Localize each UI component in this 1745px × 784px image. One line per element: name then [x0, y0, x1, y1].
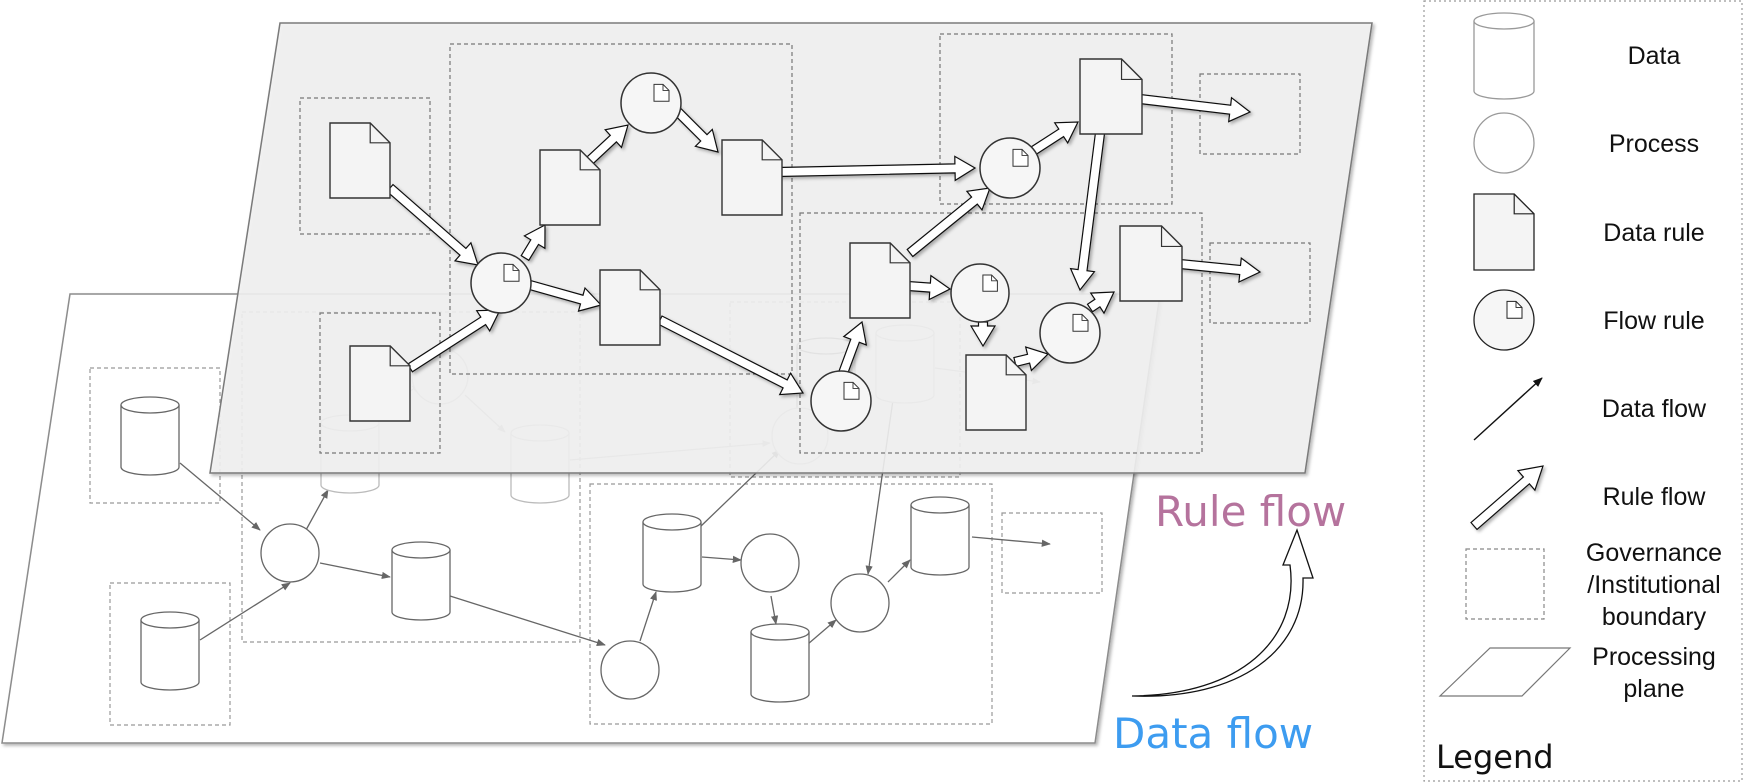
process-icon — [830, 573, 890, 633]
legend-item-label: /Institutional — [1587, 571, 1720, 599]
data-store-icon — [750, 623, 810, 703]
plane-transition-arrow — [1131, 528, 1314, 697]
data-rule-icon — [329, 122, 391, 199]
rule-flow-arrow — [1086, 291, 1115, 315]
rule-flow-arrow — [907, 274, 952, 301]
data-store-icon — [910, 496, 970, 576]
process-icon — [260, 523, 320, 583]
data-rule-icon — [721, 139, 783, 216]
upper-governance-boundaries — [299, 33, 1311, 454]
data-rule-icon — [539, 149, 601, 226]
rule-flow-arrow — [906, 187, 991, 258]
legend-title: Legend — [1436, 738, 1554, 776]
thin-arrow-icon — [1473, 377, 1543, 441]
legend-item-label: Data flow — [1602, 395, 1707, 423]
rule-flow-arrow — [969, 321, 997, 348]
legend-item-label: boundary — [1602, 603, 1707, 631]
flow-rule-icon — [950, 263, 1010, 323]
flow-rule-icon — [979, 137, 1041, 199]
cylinder-icon — [1473, 12, 1535, 100]
process-icon — [600, 640, 660, 700]
rule-flow-arrow — [657, 315, 805, 396]
data-rule-icon — [849, 242, 911, 319]
process-icon — [740, 533, 800, 593]
document-icon — [1473, 193, 1535, 271]
block-arrow-icon — [1470, 465, 1544, 531]
flow-rule-icon — [470, 252, 532, 314]
data-rule-icon — [599, 269, 661, 346]
upper-rule-flows — [386, 93, 1262, 396]
legend-item-label: Data rule — [1603, 219, 1704, 247]
upper-rule-nodes — [329, 58, 1183, 432]
data-store-icon — [391, 541, 451, 621]
legend-item-label: Process — [1609, 130, 1699, 158]
legend-item-label: Flow rule — [1603, 307, 1704, 335]
legend-item-label: Rule flow — [1603, 483, 1707, 511]
flow-rule-icon — [620, 72, 682, 134]
data-rule-icon — [1079, 58, 1143, 135]
rule-flow-arrow — [520, 224, 546, 262]
flow-rule-icon — [810, 370, 872, 432]
rule-flow-label: Rule flow — [1155, 487, 1346, 536]
legend-item-label: Governance — [1586, 539, 1722, 567]
circle-icon — [1473, 112, 1535, 174]
rule-flow-arrow — [1138, 93, 1252, 123]
legend-item-label: Data — [1628, 42, 1681, 70]
legend-item-label: plane — [1623, 675, 1684, 703]
circle-document-icon — [1473, 289, 1535, 351]
rule-flow-arrow — [1069, 131, 1106, 292]
data-rule-icon — [1119, 225, 1183, 302]
rule-flow-arrow — [528, 279, 603, 312]
legend-frame — [1423, 0, 1743, 782]
data-flow-label: Data flow — [1113, 709, 1313, 758]
flow-rule-icon — [1039, 302, 1101, 364]
rule-flow-arrow — [1013, 346, 1050, 372]
data-store-icon — [642, 513, 702, 593]
rule-flow-arrow — [1026, 121, 1079, 158]
rule-processing-plane — [209, 22, 1373, 474]
rule-flow-arrow — [1178, 256, 1262, 284]
dashed-box-icon — [1465, 548, 1545, 620]
data-rule-icon — [349, 345, 411, 422]
data-rule-icon — [965, 354, 1027, 431]
data-store-icon — [140, 611, 200, 691]
data-store-icon — [120, 396, 180, 476]
rule-flow-arrow — [386, 183, 479, 266]
parallelogram-icon — [1438, 647, 1572, 697]
rule-flow-arrow — [777, 155, 977, 182]
legend-item-label: Processing — [1592, 643, 1716, 671]
rule-flow-arrow — [837, 320, 868, 379]
